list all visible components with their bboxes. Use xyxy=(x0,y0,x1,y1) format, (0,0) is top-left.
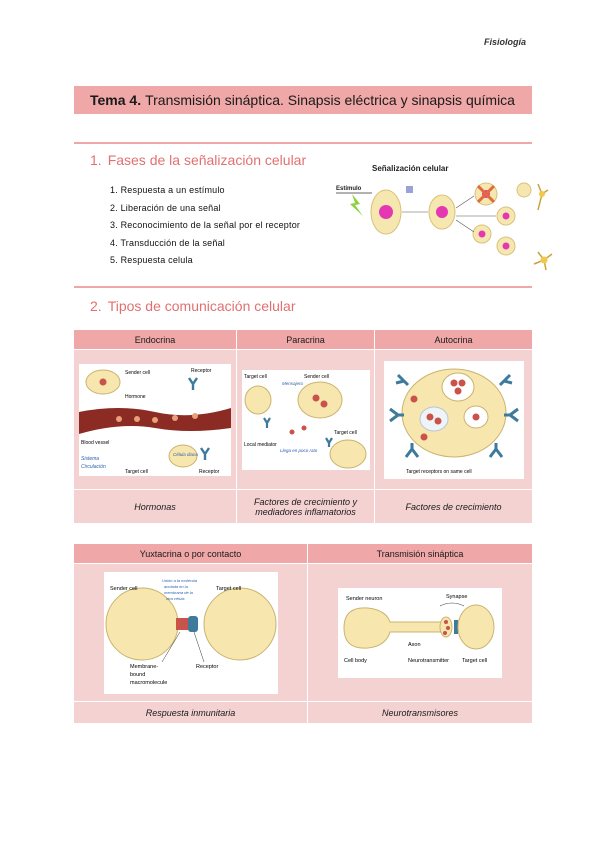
para-note-2: Llega en poco rato xyxy=(280,448,318,453)
syn-body-label: Cell body xyxy=(344,658,367,664)
phase-item: 1. Respuesta a un estímulo xyxy=(110,185,225,195)
paracrine-diagram: Target cell Sender cell Mensajero Local … xyxy=(241,369,370,470)
divider-2 xyxy=(74,286,532,288)
autocrine-cell: Target receptors on same cell xyxy=(374,349,533,490)
para-target1-label: Target cell xyxy=(244,374,267,380)
juxta-note-2: anclada en la xyxy=(164,584,189,589)
phase-item: 2. Liberación de una señal xyxy=(110,202,221,213)
lightning-icon xyxy=(350,194,363,216)
section1-heading: 1. Fases de la señalización celular xyxy=(90,152,306,168)
label-growth-factors: Factores de crecimiento xyxy=(374,489,533,524)
endo-receptor2-label: Receptor xyxy=(199,469,220,475)
auto-caption: Target receptors on same cell xyxy=(406,469,472,475)
phase-item: 3. Reconocimiento de la señal por el rec… xyxy=(110,220,301,231)
juxta-macro-label: macromolecule xyxy=(130,680,167,686)
endo-note-3: Célula diana xyxy=(173,452,199,457)
juxta-note-3: membrana de la xyxy=(164,590,194,595)
label-immune-response: Respuesta inmunitaria xyxy=(73,701,308,724)
section2-number: 2. xyxy=(90,298,102,314)
juxta-target-label: Target cell xyxy=(216,586,241,592)
header-endocrine: Endocrina xyxy=(73,329,237,350)
juxta-note-1: Unión a la molécula xyxy=(162,578,198,583)
signaling-diagram: Estímulo xyxy=(336,182,553,271)
communication-table-2: Yuxtacrina o por contacto Transmisión si… xyxy=(73,543,533,724)
signaling-figure-caption: Señalización celular xyxy=(372,164,449,173)
endo-vessel-label: Blood vessel xyxy=(81,440,109,446)
endocrine-cell: Sender cell Receptor Hormone Blood vesse… xyxy=(73,349,237,490)
receptor-icon xyxy=(188,376,198,390)
para-sender-label: Sender cell xyxy=(304,374,329,380)
section1-number: 1. xyxy=(90,152,102,168)
juxta-membrane-label: Membrane- xyxy=(130,664,158,670)
section1-title: Fases de la señalización celular xyxy=(107,152,307,168)
endo-receptor-label: Receptor xyxy=(191,368,212,374)
endo-target-label: Target cell xyxy=(125,469,148,475)
label-neurotransmitters: Neurotransmisores xyxy=(307,701,533,724)
divider-1 xyxy=(74,142,532,144)
endocrine-diagram: Sender cell Receptor Hormone Blood vesse… xyxy=(79,363,231,476)
juxta-sender-label: Sender cell xyxy=(110,586,138,592)
synaptic-cell: Sender neuron Synapse Axon Cell body Neu… xyxy=(307,563,533,702)
paracrine-cell: Target cell Sender cell Mensajero Local … xyxy=(236,349,375,490)
section2-heading: 2. Tipos de comunicación celular xyxy=(90,298,295,314)
syn-neuro-label: Neurotransmitter xyxy=(408,658,449,664)
header-paracrine: Paracrina xyxy=(236,329,375,350)
juxta-receptor-label: Receptor xyxy=(196,664,218,670)
phases-list: 1. Respuesta a un estímulo 2. Liberación… xyxy=(110,182,300,270)
synapse-diagram: Sender neuron Synapse Axon Cell body Neu… xyxy=(338,587,502,678)
endo-sender-label: Sender cell xyxy=(125,370,150,376)
header-juxtacrine: Yuxtacrina o por contacto xyxy=(73,543,308,564)
juxtacrine-cell: Sender cell Target cell Unión a la moléc… xyxy=(73,563,308,702)
label-hormones: Hormonas xyxy=(73,489,237,524)
topic-number: Tema 4. xyxy=(90,92,142,108)
label-growth-inflammatory: Factores de crecimiento y mediadores inf… xyxy=(236,489,375,524)
juxtacrine-diagram: Sender cell Target cell Unión a la moléc… xyxy=(103,571,278,694)
subject-header: Fisiología xyxy=(483,37,526,47)
header-synaptic: Transmisión sináptica xyxy=(307,543,533,564)
syn-sender-label: Sender neuron xyxy=(346,596,382,602)
section2-title: Tipos de comunicación celular xyxy=(107,298,296,314)
stimulus-label: Estímulo xyxy=(336,186,362,192)
topic-title: Transmisión sináptica. Sinapsis eléctric… xyxy=(145,92,515,108)
endo-note-1: Sistema xyxy=(81,456,99,462)
juxta-bound-label: bound xyxy=(130,672,145,678)
autocrine-diagram: Target receptors on same cell xyxy=(383,360,524,479)
endo-note-2: Circulación xyxy=(81,464,106,470)
header-autocrine: Autocrina xyxy=(374,329,533,350)
phase-item: 5. Respuesta celula xyxy=(110,255,193,266)
phase-item: 4. Transducción de la señal xyxy=(110,237,225,248)
syn-target-label: Target cell xyxy=(462,658,487,664)
syn-synapse-label: Synapse xyxy=(446,594,467,600)
juxta-note-4: otra célula xyxy=(166,596,185,601)
communication-table-1: Endocrina Paracrina Autocrina Sender cel… xyxy=(73,329,533,524)
para-note-1: Mensajero xyxy=(282,381,304,386)
syn-axon-label: Axon xyxy=(408,642,421,648)
para-target2-label: Target cell xyxy=(334,430,357,436)
signaling-figure: Señalización celular Estímulo xyxy=(334,160,558,272)
endo-hormone-label: Hormone xyxy=(125,394,146,400)
topic-title-bar: Tema 4. Transmisión sináptica. Sinapsis … xyxy=(74,86,532,114)
sender-neuron xyxy=(343,606,443,649)
para-local-label: Local mediator xyxy=(244,442,277,448)
